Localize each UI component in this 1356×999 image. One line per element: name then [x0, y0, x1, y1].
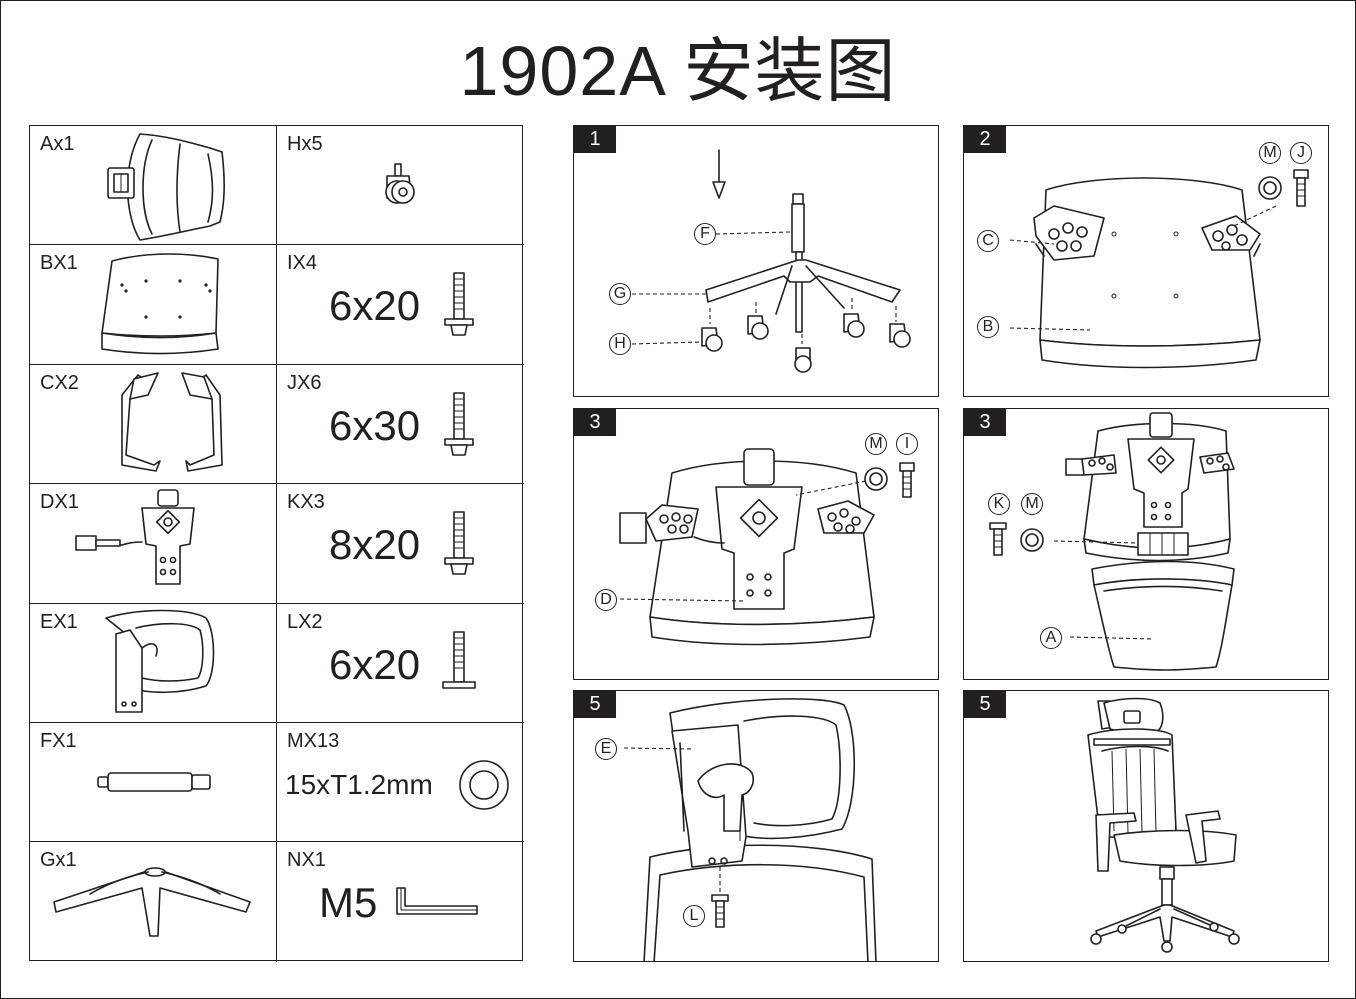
step-panel-1: 1 F G H	[573, 125, 939, 397]
backrest-icon	[107, 133, 225, 241]
caster-icon	[747, 315, 769, 340]
part-cell-a: Ax1	[30, 126, 277, 246]
callout-f: F	[694, 223, 716, 245]
screw-icon	[442, 630, 476, 689]
part-cell-k: KX3 8x20	[277, 484, 524, 604]
step-3-backrest-illustration	[989, 412, 1235, 671]
part-label: IX4	[287, 252, 318, 275]
step-number: 3	[964, 409, 1006, 436]
part-cell-l: LX2 6x20	[277, 604, 524, 723]
part-cell-m: MX13 15xT1.2mm	[277, 723, 524, 843]
caster-icon	[701, 327, 723, 352]
armrest-icon	[121, 371, 223, 472]
seat-icon	[101, 253, 219, 355]
callout-c: C	[977, 230, 999, 252]
part-cell-e: EX1	[30, 603, 277, 723]
step-panel-2: 2 M J C B	[963, 125, 1329, 397]
gas-lift-icon	[97, 772, 211, 792]
callout-k: K	[988, 493, 1010, 515]
bolt-icon	[444, 511, 474, 575]
step-5-headrest-illustration	[623, 698, 877, 961]
part-size: M5	[319, 879, 378, 927]
part-cell-n: NX1 M5	[277, 842, 524, 961]
part-label: CX2	[40, 371, 79, 394]
step-panel-3b: 3 K M A	[963, 408, 1329, 680]
callout-j: J	[1290, 142, 1312, 164]
caster-icon	[385, 163, 415, 204]
mechanism-icon	[75, 489, 195, 585]
part-label: EX1	[40, 610, 78, 633]
parts-table: Ax1 Hx5 BX1	[29, 125, 524, 962]
step-panel-5b: 5	[963, 690, 1329, 962]
part-cell-d: DX1	[30, 484, 277, 604]
washer-icon	[459, 760, 509, 810]
part-size: 8x20	[329, 521, 421, 569]
step-2-illustration	[1009, 169, 1309, 369]
caster-icon	[794, 347, 812, 373]
callout-d: D	[595, 589, 617, 611]
caster-icon	[889, 323, 911, 348]
bolt-icon	[444, 272, 474, 337]
part-label: KX3	[287, 491, 325, 514]
part-cell-h: Hx5	[277, 126, 524, 246]
part-size: 6x20	[329, 640, 421, 688]
callout-g: G	[609, 283, 631, 305]
part-cell-g: Gx1	[30, 842, 277, 962]
step-number: 5	[574, 691, 616, 718]
part-cell-c: CX2	[30, 364, 277, 485]
step-number: 5	[964, 691, 1006, 718]
step-number: 3	[574, 409, 616, 436]
allen-key-icon	[396, 887, 478, 916]
part-label: DX1	[40, 491, 79, 514]
part-cell-j: JX6 6x30	[277, 365, 524, 485]
assembled-chair-illustration	[1087, 697, 1240, 953]
part-label: BX1	[40, 252, 78, 275]
callout-m: M	[1021, 493, 1043, 515]
callout-l: L	[683, 905, 705, 927]
part-label: NX1	[287, 849, 326, 872]
part-cell-b: BX1	[30, 245, 277, 365]
part-label: JX6	[287, 371, 322, 394]
part-cell-i: IX4 6x20	[277, 245, 524, 365]
callout-m: M	[865, 433, 887, 455]
step-panel-5a: 5 E L	[573, 690, 939, 962]
step-number: 2	[964, 126, 1006, 153]
part-label: Ax1	[40, 133, 75, 155]
step-panel-3a: 3 M I D	[573, 408, 939, 680]
part-label: MX13	[287, 729, 340, 752]
part-size: 6x30	[329, 401, 421, 449]
callout-a: A	[1040, 627, 1062, 649]
callout-h: H	[609, 333, 631, 355]
part-cell-f: FX1	[30, 722, 277, 843]
headrest-icon	[105, 609, 215, 713]
part-size: 6x20	[329, 282, 421, 330]
bolt-icon	[444, 391, 474, 456]
callout-e: E	[595, 738, 617, 760]
part-size: 15xT1.2mm	[285, 768, 433, 800]
page-title: 1902A 安装图	[459, 32, 897, 110]
part-label: Gx1	[40, 849, 77, 872]
step-number: 1	[574, 126, 616, 153]
caster-icon	[843, 313, 865, 338]
part-label: Hx5	[287, 133, 323, 155]
callout-b: B	[977, 316, 999, 338]
part-label: FX1	[40, 729, 77, 752]
step-1-illustration	[631, 149, 911, 373]
callout-i: I	[896, 433, 918, 455]
callout-m: M	[1259, 142, 1281, 164]
part-label: LX2	[287, 610, 323, 633]
step-3-mechanism-illustration	[619, 448, 915, 646]
star-base-icon	[53, 867, 251, 938]
